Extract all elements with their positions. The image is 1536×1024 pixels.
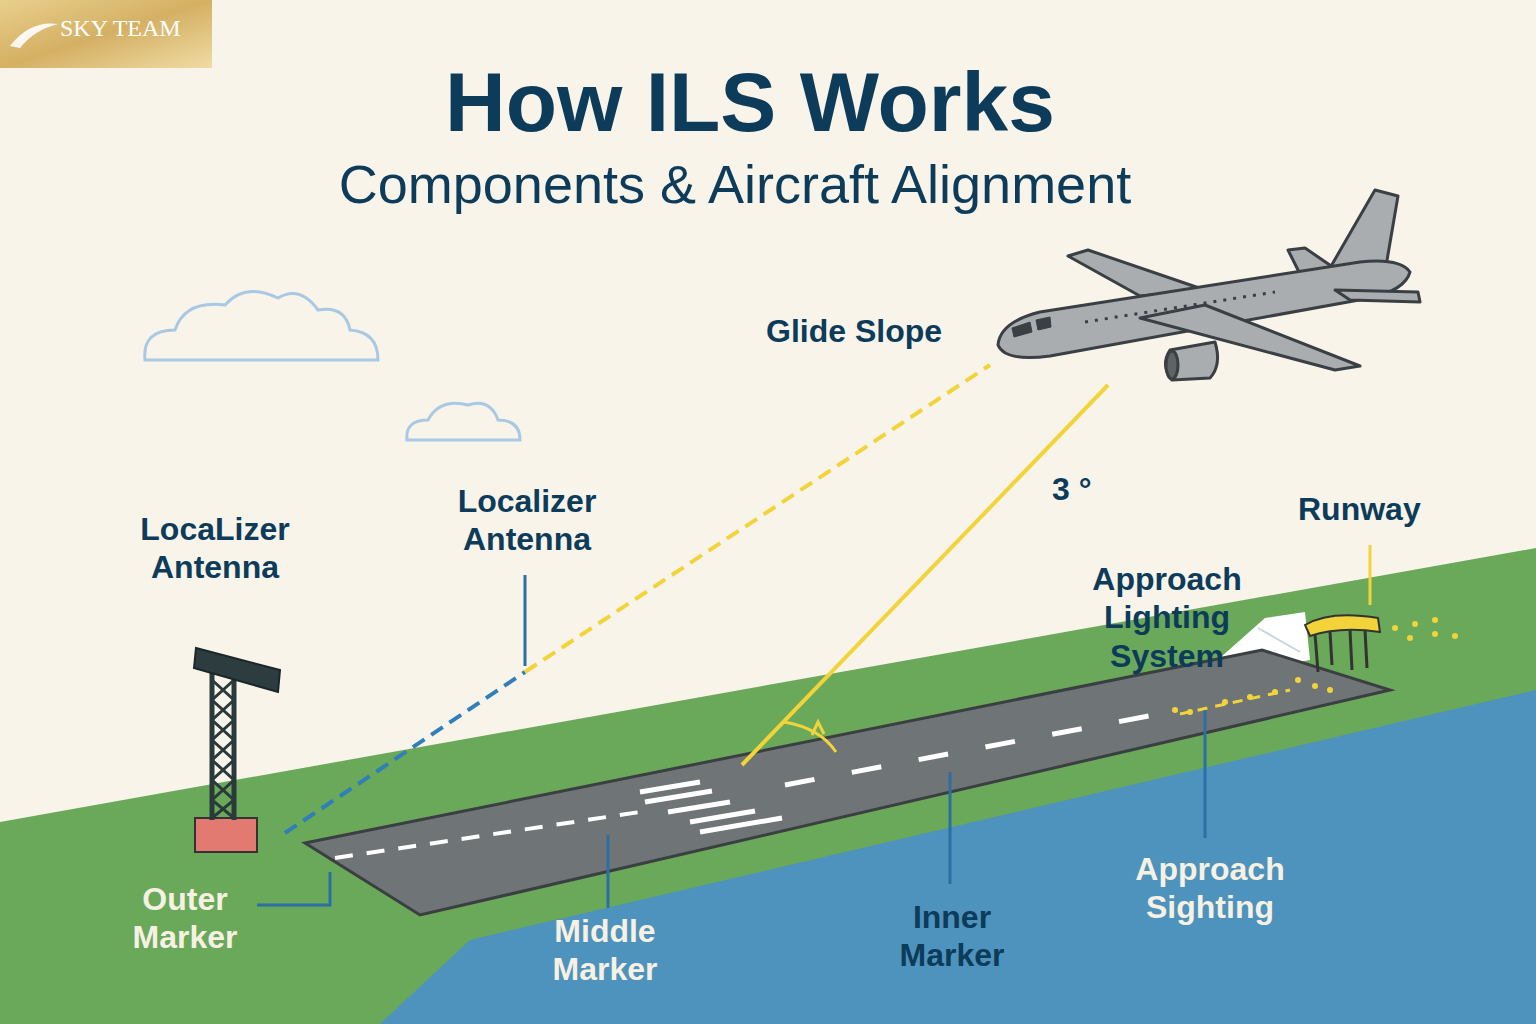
structure-post bbox=[1330, 632, 1332, 665]
stripe bbox=[700, 818, 782, 832]
structure-post bbox=[1365, 630, 1367, 668]
stripe bbox=[690, 811, 755, 822]
stripe bbox=[645, 791, 712, 802]
ground bbox=[0, 548, 1536, 1024]
marker-label: Inner Marker bbox=[872, 898, 1032, 975]
engine-intake bbox=[1166, 351, 1178, 379]
leader-line bbox=[1258, 628, 1300, 652]
component-label: Runway bbox=[1298, 490, 1468, 528]
engine bbox=[1165, 342, 1217, 380]
title: How ILS Works bbox=[200, 52, 1300, 153]
angle-label: 3 ° bbox=[1052, 470, 1132, 508]
leader-line bbox=[524, 575, 527, 666]
structure-roof bbox=[1305, 615, 1380, 636]
component-label: Approach Sighting bbox=[1105, 850, 1315, 927]
light-dot bbox=[1407, 635, 1413, 641]
approach-light-line bbox=[1180, 690, 1290, 714]
localizer-beam bbox=[285, 672, 525, 833]
light-dot bbox=[1295, 677, 1301, 683]
structure-post bbox=[1315, 634, 1318, 672]
runway-centerline bbox=[785, 712, 1170, 785]
stripe bbox=[640, 782, 700, 792]
light-dot bbox=[1432, 631, 1438, 637]
leader-line bbox=[949, 772, 952, 884]
angle-arc bbox=[784, 722, 836, 752]
light-dot bbox=[1412, 621, 1418, 627]
component-label: Glide Slope bbox=[766, 312, 996, 350]
light-dot bbox=[1327, 687, 1333, 693]
component-label: Localizer Antenna bbox=[432, 482, 622, 559]
logo-swoosh bbox=[10, 23, 58, 48]
tower-lattice bbox=[212, 680, 234, 818]
light-dot bbox=[1432, 617, 1438, 623]
marker-label: Outer Marker bbox=[110, 880, 260, 957]
stripe bbox=[668, 802, 730, 812]
airplane bbox=[998, 190, 1420, 380]
cloud bbox=[407, 403, 520, 440]
runway-structure bbox=[1305, 615, 1380, 672]
marker-label: Middle Marker bbox=[525, 912, 685, 989]
logo-panel bbox=[0, 0, 212, 68]
threshold-stripes bbox=[640, 782, 782, 832]
structure-post bbox=[1350, 630, 1352, 670]
approach-path bbox=[742, 385, 1108, 765]
localizer-antenna-array bbox=[194, 648, 280, 692]
tower-base bbox=[195, 818, 257, 852]
vertical-tail bbox=[1330, 190, 1398, 272]
logo-text: SKY TEAM bbox=[60, 14, 210, 43]
light-dot bbox=[1312, 683, 1318, 689]
subtitle: Components & Aircraft Alignment bbox=[185, 152, 1285, 217]
angle-arrow bbox=[812, 722, 824, 735]
light-dot bbox=[1392, 625, 1398, 631]
leader-lines bbox=[257, 575, 1205, 908]
light-dot bbox=[1172, 707, 1178, 713]
cabin-windows bbox=[1085, 292, 1275, 322]
leader-line bbox=[1369, 545, 1372, 605]
localizer-tower bbox=[194, 648, 280, 852]
component-label: LocaLizer Antenna bbox=[120, 510, 310, 587]
light-dot bbox=[1452, 633, 1458, 639]
horizontal-stabilizer bbox=[1335, 290, 1420, 302]
runway-centerline bbox=[335, 812, 640, 858]
cockpit-windows bbox=[1012, 317, 1051, 337]
leader-line bbox=[607, 835, 610, 908]
component-label: Approach Lighting System bbox=[1072, 560, 1262, 675]
leader-line bbox=[257, 872, 330, 905]
leader-line bbox=[1204, 710, 1207, 838]
cloud bbox=[145, 291, 378, 360]
